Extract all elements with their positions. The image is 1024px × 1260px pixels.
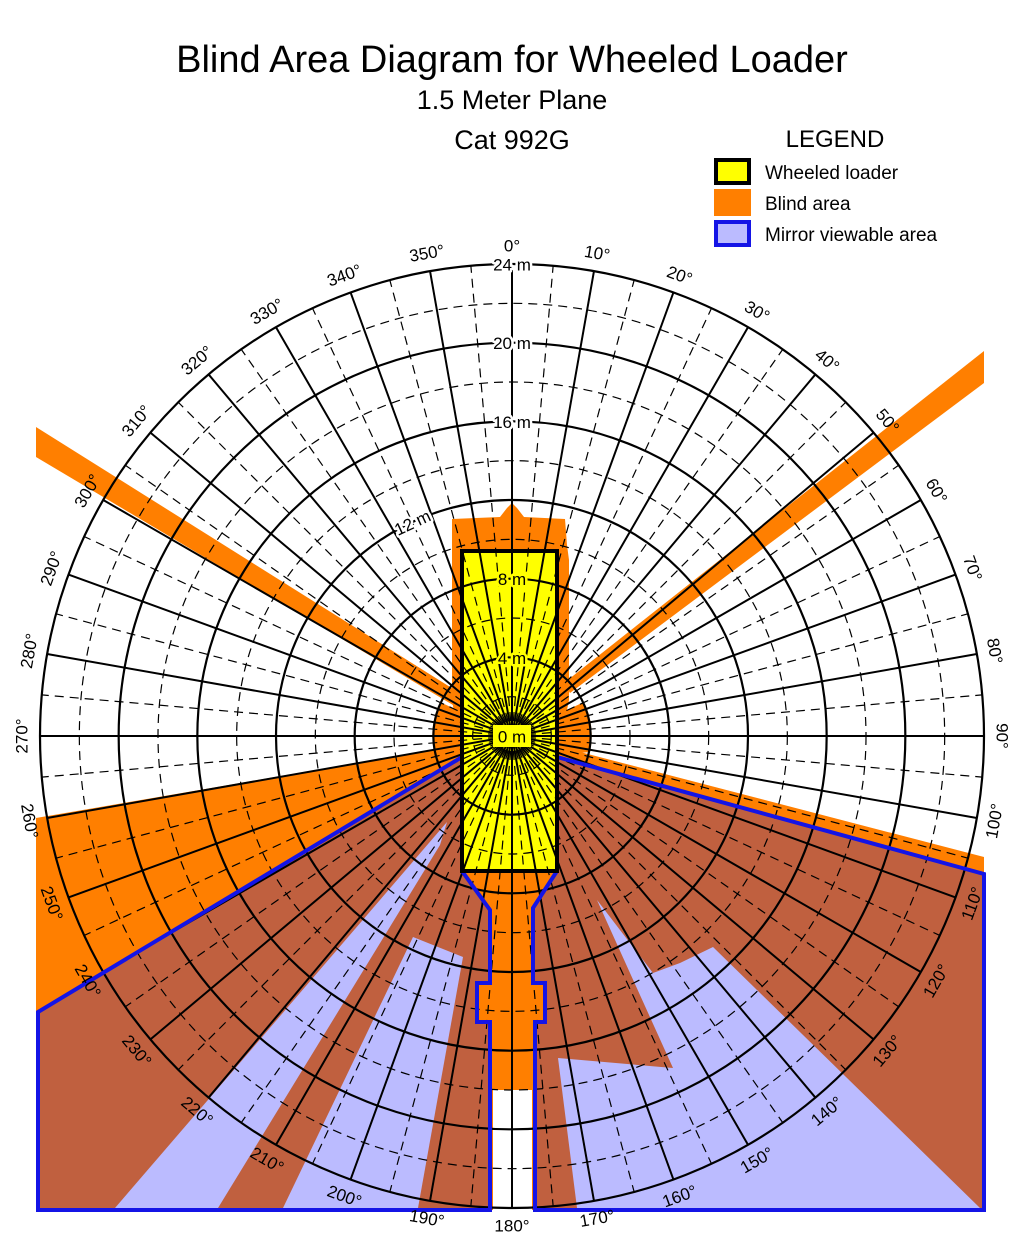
wheeled-loader-outline: [460, 549, 559, 873]
angle-label-30: 30°: [741, 297, 773, 326]
angle-label-60: 60°: [922, 475, 951, 507]
legend: LEGEND Wheeled loader Blind area Mirror …: [714, 126, 938, 247]
angle-label-0: 0°: [504, 237, 520, 256]
legend-label-blind: Blind area: [765, 194, 851, 215]
range-ring-4m: [432, 656, 592, 816]
angle-label-80: 80°: [983, 637, 1006, 666]
range-ring-10m: [314, 538, 710, 934]
range-ring-6m: [393, 617, 631, 855]
plane-subtitle: 1.5 Meter Plane: [417, 85, 608, 115]
angle-label-180: 180°: [494, 1217, 529, 1236]
angle-label-290: 290°: [37, 549, 67, 589]
blind-left-band: [36, 745, 462, 1012]
angle-label-10: 10°: [583, 242, 612, 265]
mirror-right-outline: [531, 755, 986, 1212]
model-subtitle: Cat 992G: [454, 125, 570, 155]
range-ring-14m: [236, 460, 788, 1012]
blind-wedge-55: [564, 351, 984, 693]
legend-label-mirror: Mirror viewable area: [765, 225, 938, 246]
range-ring-20m: [117, 341, 907, 1131]
range-ring-24m: [38, 262, 986, 1210]
diagram-title: Blind Area Diagram for Wheeled Loader: [176, 39, 848, 81]
range-label-24m: 24 m: [493, 256, 531, 275]
polar-grid: [38, 262, 986, 1210]
range-ring-22m: [78, 302, 946, 1170]
range-ring-8m: [353, 577, 671, 895]
range-label-12m: 12 m: [392, 506, 434, 539]
mirror-view-right: [558, 900, 980, 1208]
angle-label-40: 40°: [811, 345, 843, 376]
range-ring-18m: [157, 381, 867, 1091]
range-label-8m: 8 m: [498, 570, 526, 589]
legend-swatch-loader: [714, 158, 751, 185]
loader-fill-placeholder: [462, 551, 557, 871]
center-label-bg: [493, 725, 531, 747]
legend-label-loader: Wheeled loader: [765, 163, 899, 184]
blind-wedge-300: [36, 427, 466, 708]
range-ring-2m: [472, 696, 552, 776]
range-label-20m: 20 m: [493, 334, 531, 353]
angle-label-280: 280°: [17, 632, 42, 670]
mirror-view-left-strip-b: [283, 937, 463, 1208]
range-label-16m: 16 m: [493, 413, 531, 432]
legend-swatch-blind: [714, 189, 751, 216]
angle-label-90: 90°: [993, 723, 1012, 749]
angle-label-100: 100°: [982, 802, 1007, 840]
angle-label-270: 270°: [13, 718, 32, 753]
legend-heading: LEGEND: [786, 126, 885, 153]
range-label-0m: 0 m: [498, 728, 526, 747]
angle-label-70: 70°: [959, 553, 986, 584]
angle-label-340: 340°: [325, 261, 365, 291]
angle-label-350: 350°: [408, 241, 446, 266]
legend-swatch-mirror: [714, 220, 751, 247]
range-ring-16m: [196, 420, 828, 1052]
mirror-left-outline: [36, 755, 492, 1212]
angle-label-20: 20°: [664, 262, 695, 289]
angle-label-260: 260°: [17, 802, 42, 840]
range-label-4m: 4 m: [498, 649, 526, 668]
range-ring-12m: [274, 498, 750, 974]
